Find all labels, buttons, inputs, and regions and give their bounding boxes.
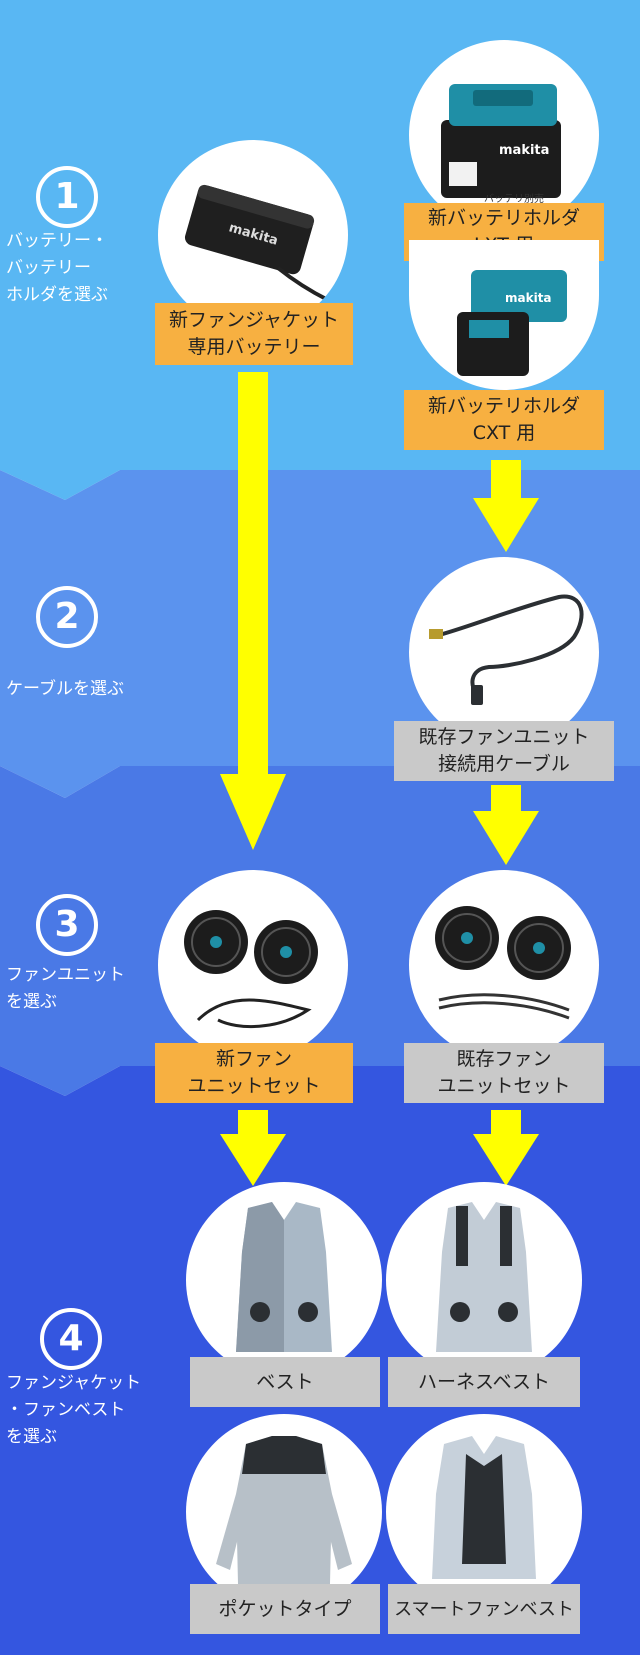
old-fan-set-image bbox=[409, 870, 599, 1060]
cxt-holder-label[interactable]: 新バッテリホルダ CXT 用 bbox=[404, 390, 604, 450]
arrow-newfan-to-jacket bbox=[220, 1110, 286, 1186]
svg-text:makita: makita bbox=[499, 143, 549, 158]
step-label-3: ファンユニット を選ぶ bbox=[6, 965, 125, 1012]
step-number-2: 2 bbox=[36, 586, 98, 648]
step-label-4: ファンジャケット ・ファンベスト を選ぶ bbox=[6, 1373, 142, 1447]
old-fan-set-label[interactable]: 既存ファン ユニットセット bbox=[404, 1043, 604, 1103]
cable-label[interactable]: 既存ファンユニット 接続用ケーブル bbox=[394, 721, 614, 781]
step-number-3: 3 bbox=[36, 894, 98, 956]
new-fan-set-image bbox=[158, 870, 348, 1060]
arrow-battery-to-fan bbox=[220, 372, 286, 850]
smart-fan-vest-label[interactable]: スマートファンベスト bbox=[388, 1584, 580, 1634]
lxt-holder-image: makita bbox=[409, 40, 599, 230]
jacket-icon bbox=[216, 1436, 352, 1584]
cxt-holder-image: makita bbox=[409, 240, 599, 390]
battery-pack-image: makita bbox=[158, 140, 348, 330]
battery-holder-icon: makita bbox=[441, 84, 561, 198]
arrow-oldfan-to-jacket bbox=[473, 1110, 539, 1186]
fan-unit-icon bbox=[184, 910, 318, 1029]
pocket-type-image bbox=[186, 1414, 382, 1610]
vest-icon bbox=[436, 1202, 532, 1352]
battery-pack-icon: makita bbox=[184, 184, 329, 302]
harness-vest-image bbox=[386, 1182, 582, 1378]
svg-text:makita: makita bbox=[505, 291, 552, 305]
new-fan-set-label[interactable]: 新ファン ユニットセット bbox=[155, 1043, 353, 1103]
fan-unit-icon bbox=[435, 906, 571, 1020]
dc-cable-icon bbox=[429, 594, 584, 705]
vest-label[interactable]: ベスト bbox=[190, 1357, 380, 1407]
cable-image bbox=[409, 557, 599, 747]
step-label-2: ケーブルを選ぶ bbox=[6, 679, 124, 699]
arrow-cable-to-fan bbox=[473, 785, 539, 865]
vest-image bbox=[186, 1182, 382, 1378]
arrow-holder-to-cable bbox=[473, 460, 539, 552]
step-number-4: 4 bbox=[40, 1308, 102, 1370]
harness-vest-label[interactable]: ハーネスベスト bbox=[388, 1357, 580, 1407]
step-label-1: バッテリー・ バッテリー ホルダを選ぶ bbox=[6, 231, 108, 305]
vest-icon bbox=[236, 1202, 332, 1352]
battery-holder-icon: makita bbox=[457, 270, 567, 376]
new-battery-label[interactable]: 新ファンジャケット 専用バッテリー bbox=[155, 303, 353, 365]
smart-fan-vest-image bbox=[386, 1414, 582, 1610]
vest-icon bbox=[432, 1436, 536, 1579]
lxt-battery-note: バッテリ別売 bbox=[484, 194, 544, 205]
pocket-type-label[interactable]: ポケットタイプ bbox=[190, 1584, 380, 1634]
step-number-1: 1 bbox=[36, 166, 98, 228]
